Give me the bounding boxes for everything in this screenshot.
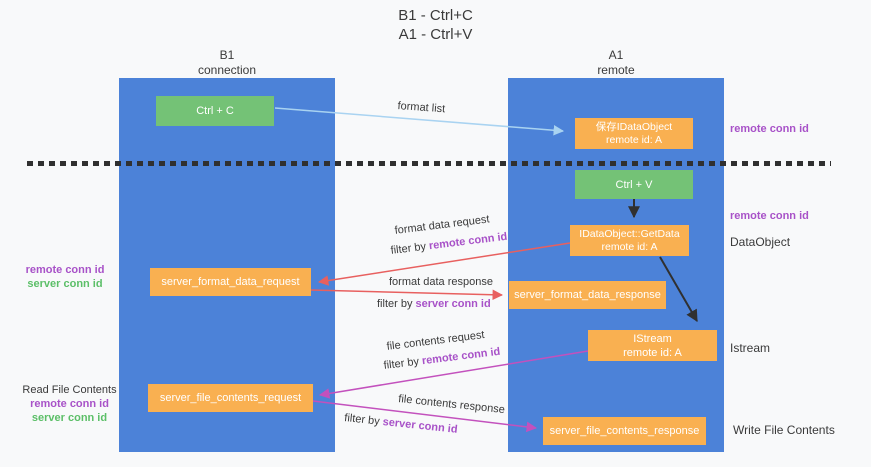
server-conn-id-key: server conn id [382,416,459,436]
istream-line1: IStream [633,332,672,345]
server-conn-id-key: server conn id [415,298,491,310]
column-a1-name: A1 [608,48,624,62]
istream-line2: remote id: A [623,346,682,359]
remote-conn-id-annotation-mid-right: remote conn id [730,210,809,222]
filter-by-text: filter by [390,240,430,257]
session-divider-dashed-line [27,161,831,166]
dataobject-annotation: DataObject [730,235,791,249]
idataobject-getdata-line2: remote id: A [601,240,658,253]
filter-by-text: filter by [383,355,423,372]
column-header-a1: A1 remote [508,48,724,78]
server-conn-id-annotation-bottom-left: server conn id [31,412,108,424]
column-b1-name: B1 [219,48,235,62]
format-data-response-label: format data response [389,276,493,288]
title-line-1: B1 - Ctrl+C [398,7,473,24]
server-format-data-request-box: server_format_data_request [150,268,311,296]
read-file-contents-annotation: Read File Contents [22,384,117,396]
remote-conn-id-key: remote conn id [421,345,501,368]
ctrl-v-label: Ctrl + V [615,178,653,191]
server-file-contents-response-label: server_file_contents_response [549,425,700,437]
server-file-contents-response-box: server_file_contents_response [543,417,706,445]
column-a1-role: remote [597,63,635,77]
format-list-label: format list [397,100,446,116]
remote-conn-id-annotation-bottom-left: remote conn id [30,398,109,410]
write-file-contents-annotation: Write File Contents [733,423,835,437]
server-file-contents-request-box: server_file_contents_request [148,384,313,412]
format-data-response-filter-label: filter by server conn id [377,298,491,310]
filter-by-text: filter by [343,412,384,428]
istream-box: IStream remote id: A [588,330,717,361]
title-line-2: A1 - Ctrl+V [398,26,473,43]
ctrl-c-box: Ctrl + C [156,96,274,126]
left-conn-id-annotation-block: remote conn id server conn id [22,263,108,291]
filter-by-text: filter by [377,298,416,310]
server-file-contents-request-label: server_file_contents_request [159,392,302,404]
read-file-contents-annotation-block: Read File Contents remote conn id server… [22,383,117,425]
diagram-title: B1 - Ctrl+C A1 - Ctrl+V [0,6,871,44]
file-contents-response-filter-label: filter by server conn id [344,412,458,436]
save-idataobject-box: 保存IDataObject remote id: A [575,118,693,149]
file-contents-response-label: file contents response [397,393,506,417]
remote-conn-id-annotation-left: remote conn id [25,264,105,276]
idataobject-getdata-box: IDataObject::GetData remote id: A [570,225,689,256]
ctrl-c-label: Ctrl + C [196,105,234,117]
server-format-data-request-label: server_format_data_request [161,276,300,288]
ctrl-v-box: Ctrl + V [575,170,693,199]
remote-conn-id-key: remote conn id [428,230,508,253]
format-data-response-arrow [310,289,504,301]
istream-annotation: Istream [730,341,771,355]
save-idataobject-line1: 保存IDataObject [595,120,673,133]
column-b1-role: connection [197,63,257,77]
column-header-b1: B1 connection [119,48,335,78]
server-conn-id-annotation-left: server conn id [27,278,103,290]
server-format-data-response-box: server_format_data_response [509,281,666,309]
remote-conn-id-annotation-top-right: remote conn id [730,123,809,135]
server-format-data-response-label: server_format_data_response [514,289,661,301]
idataobject-getdata-line1: IDataObject::GetData [579,227,680,240]
save-idataobject-line2: remote id: A [605,133,663,146]
